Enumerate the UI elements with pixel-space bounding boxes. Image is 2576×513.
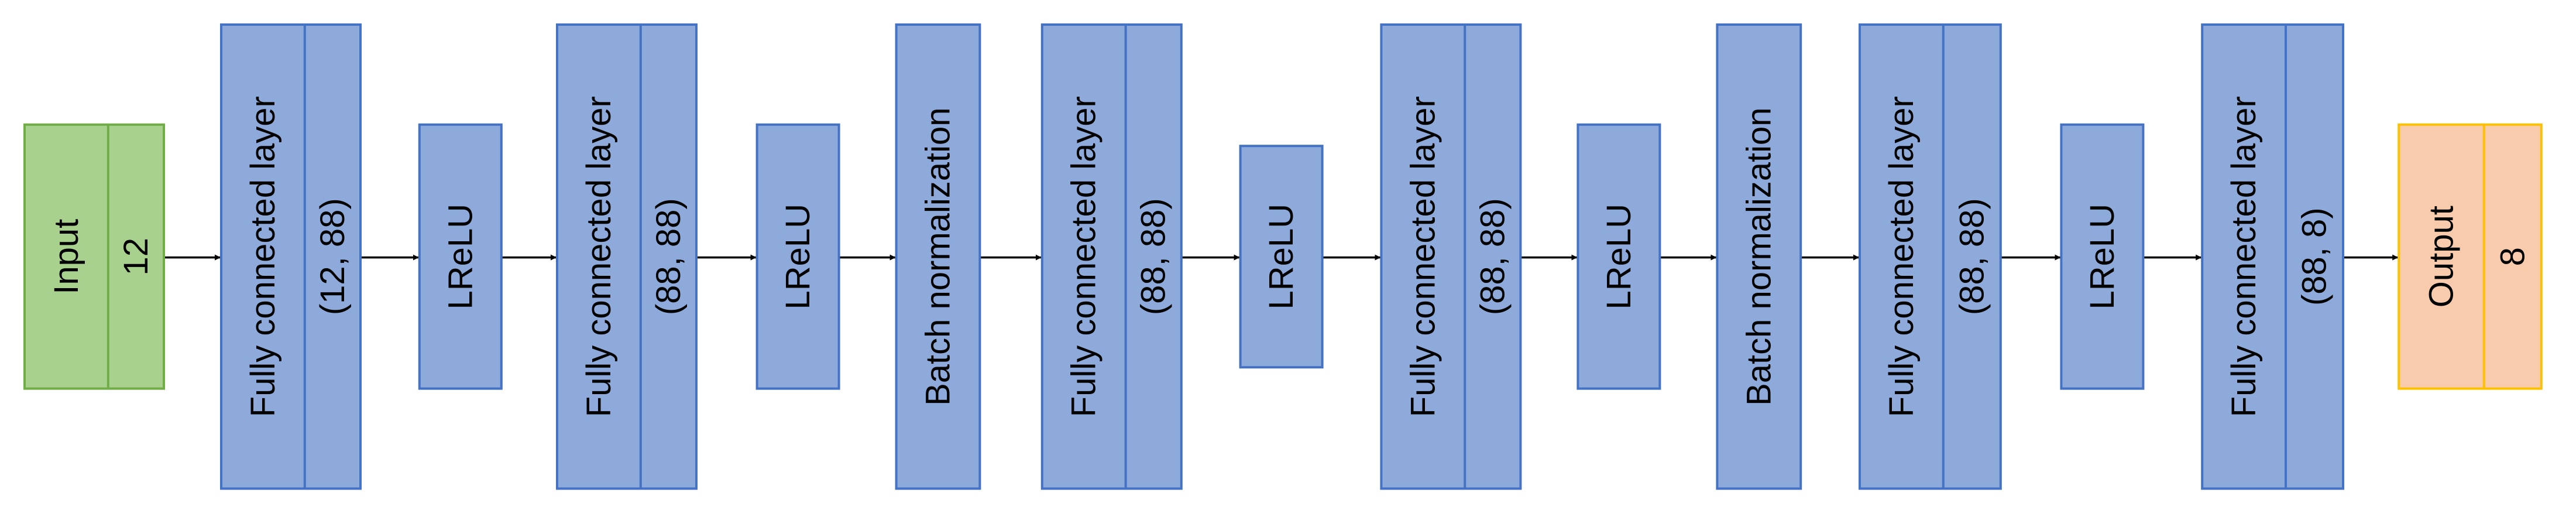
block-lrelu3: LReLU bbox=[1239, 145, 1324, 369]
block-input: Input 12 bbox=[23, 123, 165, 390]
block-bn1: Batch normalization bbox=[895, 23, 981, 490]
block-sublabel: (88, 8) bbox=[2296, 207, 2334, 306]
block-sublabel: (12, 88) bbox=[314, 198, 352, 315]
block-lrelu2: LReLU bbox=[755, 123, 840, 390]
block-box bbox=[23, 123, 165, 390]
block-sublabel: (88, 88) bbox=[650, 198, 688, 315]
block-box bbox=[1859, 23, 2002, 490]
block-sublabel: 8 bbox=[2493, 247, 2532, 266]
block-label: LReLU bbox=[1262, 204, 1300, 310]
block-box bbox=[2201, 23, 2344, 490]
block-box bbox=[755, 123, 840, 390]
block-box bbox=[556, 23, 698, 490]
block-sublabel: 12 bbox=[117, 238, 155, 276]
block-label: Fully connected layer bbox=[580, 96, 618, 417]
block-lrelu1: LReLU bbox=[418, 123, 503, 390]
blocks: Input 12 Fully connected layer (12, 88) LReL… bbox=[23, 23, 2543, 490]
block-label: LReLU bbox=[441, 204, 479, 310]
block-label: Fully connected layer bbox=[1065, 96, 1103, 417]
block-lrelu4: LReLU bbox=[1576, 123, 1661, 390]
block-sublabel: (88, 88) bbox=[1135, 198, 1173, 315]
block-fc6: Fully connected layer (88, 8) bbox=[2201, 23, 2344, 490]
block-label: Fully connected layer bbox=[1883, 96, 1921, 417]
block-fc3: Fully connected layer (88, 88) bbox=[1040, 23, 1183, 490]
block-box bbox=[418, 123, 503, 390]
block-label: Output bbox=[2423, 206, 2461, 307]
block-fc5: Fully connected layer (88, 88) bbox=[1859, 23, 2002, 490]
block-box bbox=[1239, 145, 1324, 369]
block-fc2: Fully connected layer (88, 88) bbox=[556, 23, 698, 490]
block-bn2: Batch normalization bbox=[1716, 23, 1802, 490]
block-box bbox=[2060, 123, 2145, 390]
block-label: Fully connected layer bbox=[1404, 96, 1442, 417]
block-box bbox=[1576, 123, 1661, 390]
block-box bbox=[2398, 123, 2543, 390]
block-box bbox=[1380, 23, 1522, 490]
block-fc4: Fully connected layer (88, 88) bbox=[1380, 23, 1522, 490]
block-label: Input bbox=[47, 219, 85, 295]
block-box bbox=[895, 23, 981, 490]
block-output: Output 8 bbox=[2398, 123, 2543, 390]
block-sublabel: (88, 88) bbox=[1474, 198, 1512, 315]
block-sublabel: (88, 88) bbox=[1953, 198, 1991, 315]
block-label: Fully connected layer bbox=[2225, 96, 2263, 417]
block-label: Fully connected layer bbox=[244, 96, 282, 417]
block-lrelu5: LReLU bbox=[2060, 123, 2145, 390]
block-label: LReLU bbox=[1600, 204, 1638, 310]
block-box bbox=[1040, 23, 1183, 490]
block-label: Batch normalization bbox=[919, 108, 957, 406]
block-label: LReLU bbox=[779, 204, 817, 310]
block-label: LReLU bbox=[2083, 204, 2121, 310]
block-box bbox=[220, 23, 362, 490]
block-label: Batch normalization bbox=[1740, 108, 1778, 406]
block-box bbox=[1716, 23, 1802, 490]
block-fc1: Fully connected layer (12, 88) bbox=[220, 23, 362, 490]
